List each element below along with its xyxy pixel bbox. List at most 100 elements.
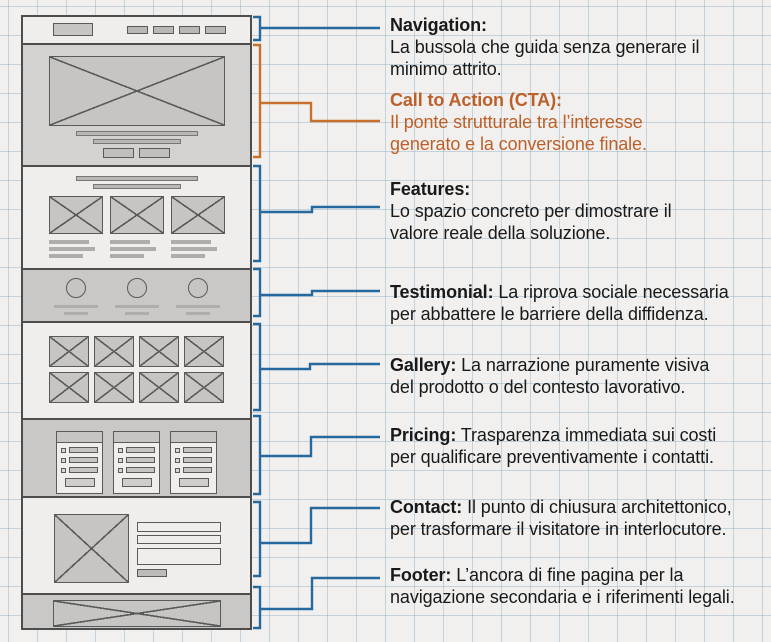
annotation-text-line: navigazione secondaria e i riferimenti l… [390, 587, 735, 607]
feature-column [48, 196, 103, 258]
contact-form [137, 522, 221, 577]
annotation-text-line: del prodotto o del contesto lavorativo. [390, 377, 686, 397]
text-line-placeholder [185, 312, 210, 315]
text-line-placeholder [124, 312, 149, 315]
feature-column [109, 196, 164, 258]
input-field-placeholder [137, 535, 221, 544]
feature-column [170, 196, 225, 258]
nav-links [127, 26, 226, 34]
connector-features [260, 205, 380, 214]
checkbox-placeholder [175, 457, 180, 463]
feature-image-placeholder [170, 196, 225, 234]
annotation-title: Contact: [390, 497, 463, 517]
annotation-text-line: per trasformare il visitatore in interlo… [390, 519, 727, 539]
pricing-feature-row [171, 447, 216, 453]
annotation-text-line: Lo spazio concreto per dimostrare il [390, 201, 672, 221]
bracket-pricing [253, 414, 262, 496]
pricing-button-placeholder [178, 478, 209, 487]
bracket-testimonial [253, 267, 262, 318]
annotation-contact: Contact: Il punto di chiusura architetto… [390, 496, 732, 540]
nav-link-placeholder [205, 26, 226, 34]
gallery-image-placeholder [94, 336, 134, 367]
bracket-contact [253, 500, 262, 578]
submit-button-placeholder [137, 569, 167, 577]
nav-link-placeholder [179, 26, 200, 34]
text-line-placeholder [126, 467, 155, 473]
annotation-cta: Call to Action (CTA): Il ponte struttura… [390, 89, 647, 155]
text-line-placeholder [126, 447, 155, 453]
text-line-placeholder [69, 447, 98, 453]
pricing-card-header [114, 432, 159, 443]
annotation-text-line: Footer: L’ancora di fine pagina per la [390, 565, 684, 585]
textarea-placeholder [137, 548, 221, 565]
gallery-image-placeholder [184, 336, 224, 367]
checkbox-placeholder [61, 467, 66, 473]
pricing-card-header [57, 432, 102, 443]
bracket-cta [253, 43, 262, 159]
annotation-testimonial: Testimonial: La riprova sociale necessar… [390, 281, 729, 325]
checkbox-placeholder [118, 457, 123, 463]
wf-navigation-section [23, 17, 250, 43]
annotation-footer: Footer: L’ancora di fine pagina per la n… [390, 564, 735, 608]
avatar-placeholder [126, 278, 147, 298]
pricing-card [56, 431, 103, 494]
cta-button-placeholder [139, 148, 170, 158]
testimonial-item [49, 270, 103, 321]
wf-contact-section [23, 496, 250, 593]
bracket-footer [253, 585, 262, 630]
features-heading-placeholder [75, 176, 198, 181]
bracket-gallery [253, 322, 262, 412]
text-line-placeholder [126, 457, 155, 463]
connector-testimonial [260, 289, 380, 297]
checkbox-placeholder [61, 457, 66, 463]
text-line-placeholder [183, 457, 212, 463]
pricing-button-placeholder [64, 478, 95, 487]
pricing-button-placeholder [121, 478, 152, 487]
text-line-placeholder [48, 254, 83, 258]
annotation-text-line: Contact: Il punto di chiusura architetto… [390, 497, 732, 517]
text-line-placeholder [48, 247, 95, 251]
text-line-placeholder [170, 240, 211, 244]
pricing-feature-row [114, 447, 159, 453]
testimonial-item [110, 270, 164, 321]
bracket-features [253, 164, 262, 263]
footer-placeholder [52, 600, 221, 627]
pricing-feature-row [57, 447, 102, 453]
annotation-text-line: Pricing: Trasparenza immediata sui costi [390, 425, 717, 445]
wf-gallery-section [23, 321, 250, 418]
checkbox-placeholder [118, 467, 123, 473]
text-line-placeholder [114, 305, 159, 308]
annotation-title: Testimonial: [390, 282, 494, 302]
bracket-navigation [253, 15, 262, 42]
text-line-placeholder [109, 240, 150, 244]
pricing-feature-row [57, 467, 102, 473]
pricing-feature-row [57, 457, 102, 463]
pricing-feature-row [171, 467, 216, 473]
testimonial-item [171, 270, 225, 321]
annotation-gallery: Gallery: La narrazione puramente visiva … [390, 354, 709, 398]
gallery-image-placeholder [184, 372, 224, 403]
pricing-feature-row [114, 467, 159, 473]
annotation-pricing: Pricing: Trasparenza immediata sui costi… [390, 424, 716, 468]
text-line-placeholder [53, 305, 98, 308]
connector-gallery [260, 362, 380, 371]
annotation-features: Features: Lo spazio concreto per dimostr… [390, 178, 672, 244]
cta-button-placeholder [103, 148, 134, 158]
annotation-title: Footer: [390, 565, 452, 585]
wf-testimonial-section [23, 268, 250, 321]
features-subheading-placeholder [92, 184, 181, 189]
contact-image-placeholder [54, 514, 129, 583]
annotation-navigation: Navigation: La bussola che guida senza g… [390, 14, 700, 80]
text-line-placeholder [69, 467, 98, 473]
annotation-text-line: La bussola che guida senza generare il [390, 37, 700, 57]
annotation-text-line: Testimonial: La riprova sociale necessar… [390, 282, 729, 302]
annotation-text-line: valore reale della soluzione. [390, 223, 611, 243]
annotation-text-line: per abbattere le barriere della diffiden… [390, 304, 709, 324]
annotation-text-line: minimo attrito. [390, 59, 502, 79]
checkbox-placeholder [175, 467, 180, 473]
pricing-card [170, 431, 217, 494]
website-wireframe [21, 15, 252, 630]
annotation-text-line: Il ponte strutturale tra l’interesse [390, 112, 643, 132]
wf-features-section [23, 165, 250, 268]
